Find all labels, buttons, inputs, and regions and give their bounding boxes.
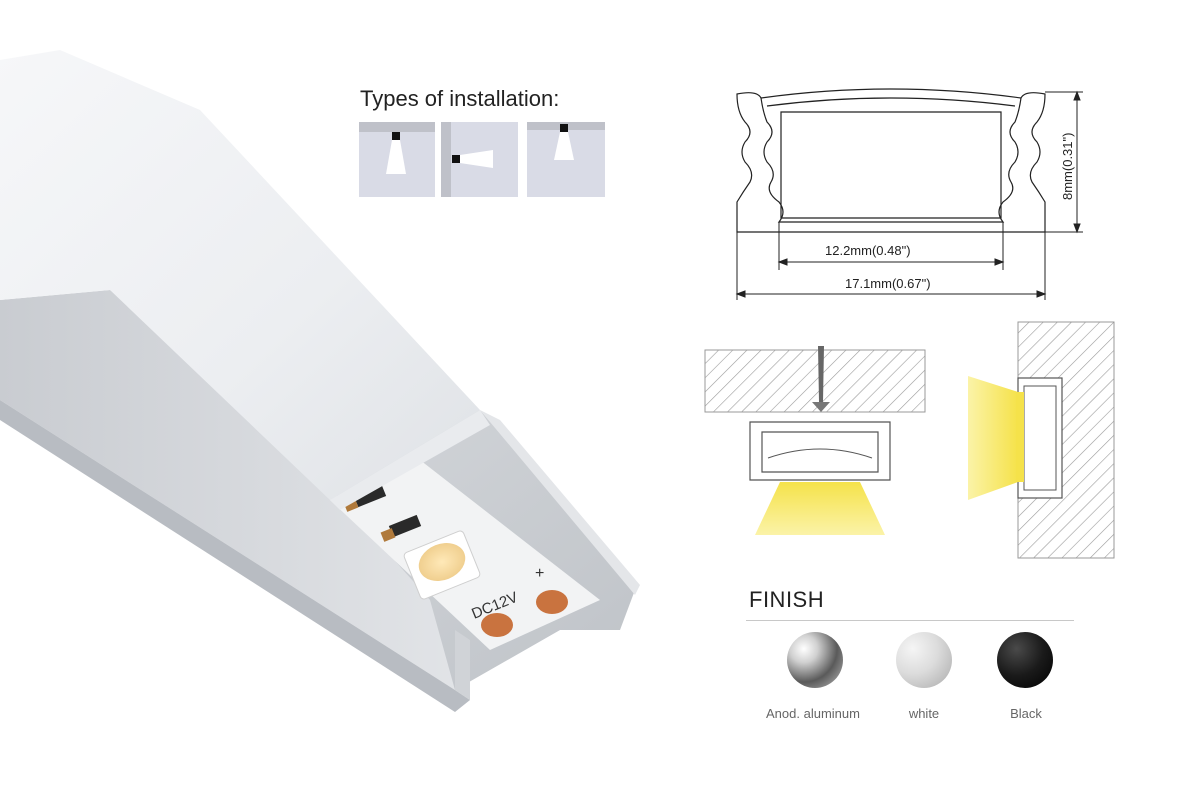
inner-width-label: 12.2mm(0.48") [825,243,911,258]
diffuser-cover [0,50,480,500]
wall-mount-diagram [968,321,1115,559]
finish-divider [746,620,1074,621]
finish-swatch-white[interactable] [896,632,952,688]
install-type-ceiling-icon [359,122,435,197]
product-illustration: DC12V + [0,50,640,712]
finish-label-white: white [908,706,940,721]
profile-cross-section-diagram: 12.2mm(0.48") 17.1mm(0.67") 8mm(0.31") [735,88,1083,300]
light-beam-down [755,482,885,535]
finish-label-black: Black [1010,706,1042,721]
outer-width-label: 17.1mm(0.67") [845,276,931,291]
strip-polarity-label: + [535,565,544,582]
install-type-wall-icon [441,122,518,197]
ceiling-mount-diagram [704,346,926,535]
profile-outline [736,92,1046,233]
finish-swatch-black[interactable] [997,632,1053,688]
screw-icon [818,346,824,402]
height-label: 8mm(0.31") [1060,133,1075,200]
installation-title: Types of installation: [360,86,560,111]
light-beam-side [968,376,1018,500]
finish-swatch-anodized[interactable] [787,632,843,688]
finish-title: FINISH [749,587,825,612]
install-type-recessed-icon [527,122,605,197]
finish-label-anodized: Anod. aluminum [766,706,860,721]
